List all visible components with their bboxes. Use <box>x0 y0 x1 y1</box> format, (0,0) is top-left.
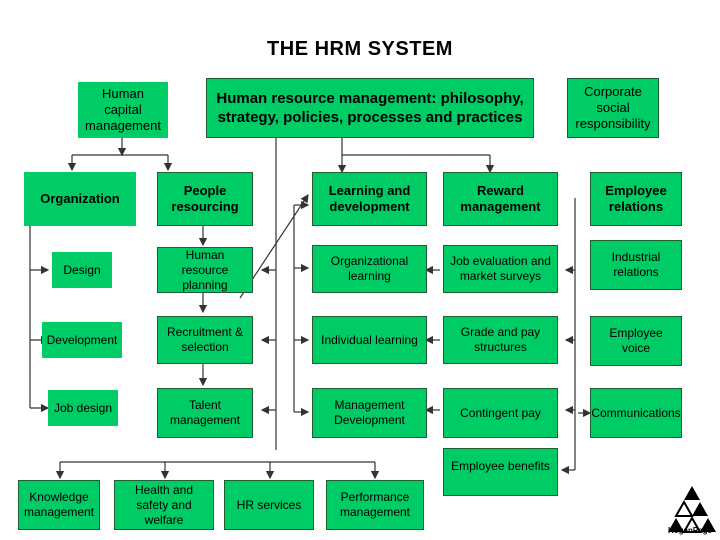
communications-box: Communications <box>590 388 682 438</box>
development-box: Development <box>42 322 122 358</box>
industrial-relations-box: Industrial relations <box>590 240 682 290</box>
csr-box: Corporate social responsibility <box>567 78 659 138</box>
knowledge-management-box: Knowledge management <box>18 480 100 530</box>
page-title: THE HRM SYSTEM <box>267 38 453 60</box>
logo-text: KoganPage <box>668 526 713 535</box>
organizational-learning-box: Organizational learning <box>312 245 427 293</box>
human-capital-management-box: Human capital management <box>78 82 168 138</box>
hr-planning-box: Human resource planning <box>157 247 253 293</box>
organization-head: Organization <box>24 172 136 226</box>
job-design-box: Job design <box>48 390 118 426</box>
performance-management-box: Performance management <box>326 480 424 530</box>
employee-benefits-box: Employee benefits <box>443 448 558 496</box>
kogan-page-logo-icon <box>668 486 716 533</box>
job-evaluation-box: Job evaluation and market surveys <box>443 245 558 293</box>
employee-voice-box: Employee voice <box>590 316 682 366</box>
recruitment-selection-box: Recruitment & selection <box>157 316 253 364</box>
employee-relations-head: Employee relations <box>590 172 682 226</box>
reward-management-head: Reward management <box>443 172 558 226</box>
design-box: Design <box>52 252 112 288</box>
hr-services-box: HR services <box>224 480 314 530</box>
grade-pay-structures-box: Grade and pay structures <box>443 316 558 364</box>
people-resourcing-head: People resourcing <box>157 172 253 226</box>
health-safety-welfare-box: Health and safety and welfare <box>114 480 214 530</box>
management-development-box: Management Development <box>312 388 427 438</box>
contingent-pay-box: Contingent pay <box>443 388 558 438</box>
learning-development-head: Learning and development <box>312 172 427 226</box>
talent-management-box: Talent management <box>157 388 253 438</box>
hrm-box: Human resource management: philosophy, s… <box>206 78 534 138</box>
individual-learning-box: Individual learning <box>312 316 427 364</box>
